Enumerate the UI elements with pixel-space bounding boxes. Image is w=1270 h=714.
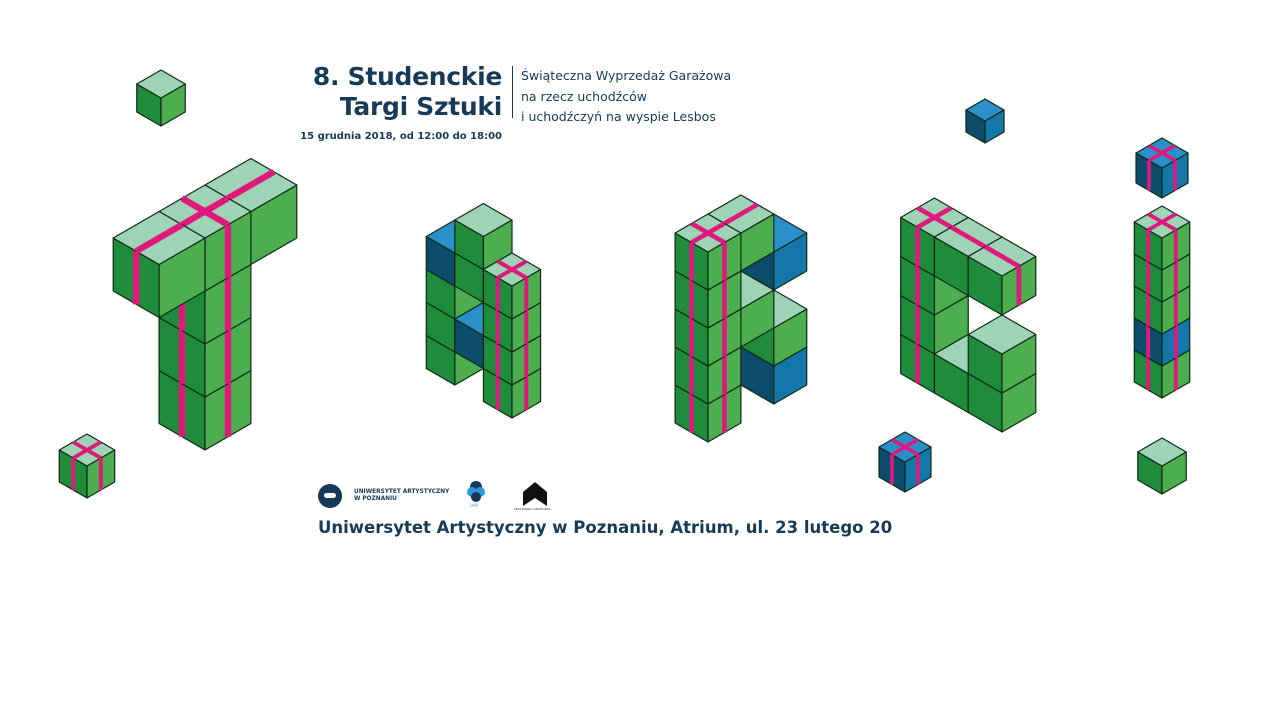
letter-g xyxy=(900,197,1037,433)
uap-logo-text: UAP xyxy=(470,503,479,508)
cube xyxy=(1137,437,1187,495)
floating-cube-blue xyxy=(965,98,1005,144)
cube xyxy=(112,210,206,319)
i-dot-gift-box xyxy=(1135,137,1189,199)
cube xyxy=(58,433,116,499)
ribbon xyxy=(950,225,987,249)
cube-top-face xyxy=(136,69,186,99)
ribbon xyxy=(496,259,528,280)
letter-t xyxy=(112,157,298,451)
floating-cube-green xyxy=(136,69,186,127)
cube-top-face xyxy=(1137,437,1187,467)
cube xyxy=(878,431,932,493)
sponsor-logos: UNIWERSYTET ARTYSTYCZNY W POZNANIU UAP P… xyxy=(318,480,578,512)
cube-top-face xyxy=(454,202,513,238)
subtitle-line-3: i uchodźczyń na wyspie Lesbos xyxy=(521,109,716,124)
letter-i xyxy=(1133,205,1191,399)
floating-gift-blue xyxy=(878,431,932,493)
cube xyxy=(482,252,542,320)
letter-a xyxy=(425,202,542,419)
cube xyxy=(1135,137,1189,199)
letter-r xyxy=(674,194,808,443)
cube xyxy=(967,236,1037,316)
cube xyxy=(965,98,1005,144)
uap-logo-icon: UAP xyxy=(467,481,485,508)
ribbon xyxy=(723,202,759,226)
ribbon xyxy=(690,221,726,245)
event-address: Uniwersytet Artystyczny w Poznaniu, Atri… xyxy=(318,518,893,537)
cube xyxy=(674,213,742,291)
floating-cube-green-small xyxy=(1137,437,1187,495)
title-line-1: 8. Studenckie xyxy=(312,62,502,91)
university-key-logo-icon xyxy=(318,484,342,508)
ribbon xyxy=(180,195,230,228)
ribbon xyxy=(72,440,102,460)
subtitle-line-2: na rzecz uchodźców xyxy=(521,88,647,104)
ribbon xyxy=(134,221,184,255)
ribbon xyxy=(891,437,919,457)
ribbon xyxy=(1148,143,1176,163)
event-subtitle: Świąteczna Wyprzedaż Garażowa na rzecz u… xyxy=(521,66,731,128)
ribbon xyxy=(1147,212,1177,232)
subtitle-line-1: Świąteczna Wyprzedaż Garażowa xyxy=(521,68,732,83)
cube xyxy=(967,314,1037,394)
cube xyxy=(136,69,186,127)
gallery-house-logo-icon xyxy=(523,482,547,506)
title-divider xyxy=(512,66,513,118)
cube xyxy=(1133,205,1191,271)
university-logo-text: UNIWERSYTET ARTYSTYCZNY W POZNANIU xyxy=(354,489,450,502)
title-line-2: Targi Sztuki xyxy=(339,92,502,121)
event-title: 8. Studenckie Targi Sztuki xyxy=(313,62,502,122)
event-date: 15 grudnia 2018, od 12:00 do 18:00 xyxy=(300,131,502,142)
cube-top-face xyxy=(965,98,1005,122)
ribbon xyxy=(916,205,953,230)
ribbon xyxy=(983,244,1021,269)
ribbon xyxy=(226,168,276,202)
gallery-logo-text: PRACOWNIA GRAFICZNA xyxy=(514,507,551,511)
floating-gift-green xyxy=(58,433,116,499)
